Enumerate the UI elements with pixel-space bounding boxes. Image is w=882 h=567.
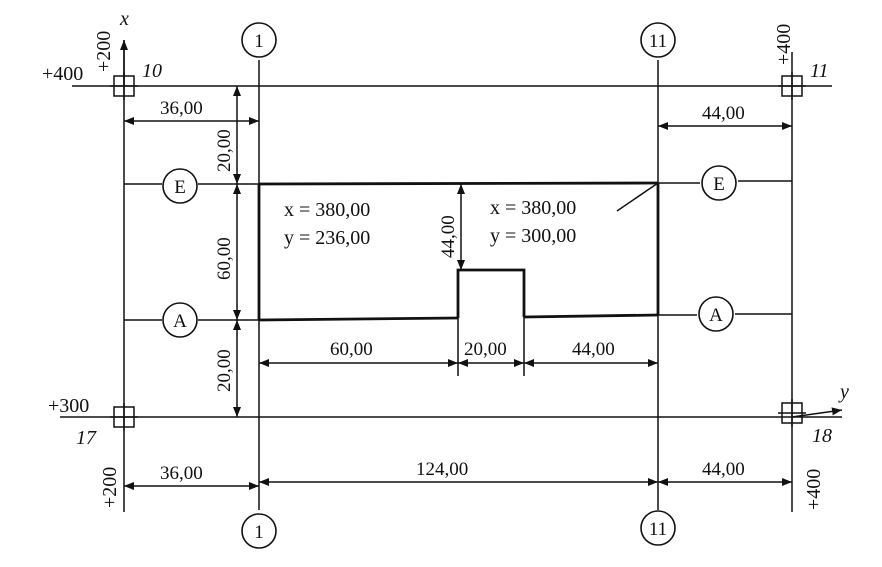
dim-left-middle: 60,00 (214, 237, 235, 280)
point-18-number: 18 (812, 425, 832, 447)
bubble-col-1-top: 1 (241, 22, 277, 58)
point-11-number: 11 (810, 60, 829, 82)
svg-text:11: 11 (649, 31, 667, 52)
dim-bottom-mid: 124,00 (416, 459, 468, 480)
dim-inner-mid: 20,00 (464, 339, 507, 360)
dim-inner-right: 44,00 (572, 339, 615, 360)
bubble-col-11-bottom: 11 (640, 510, 676, 546)
point-18-y-coord: +400 (803, 469, 825, 510)
svg-text:11: 11 (649, 519, 667, 540)
control-point-18 (778, 399, 806, 427)
corner-left-x: x = 380,00 (284, 199, 370, 221)
point-10-y-coord: +200 (93, 31, 115, 72)
dim-left-lower: 20,00 (214, 349, 235, 392)
svg-text:A: A (709, 305, 723, 326)
control-point-10 (110, 72, 138, 100)
y-axis-label: y (838, 381, 849, 403)
bubble-row-E-right: E (701, 165, 737, 201)
corner-left-y: y = 236,00 (284, 227, 370, 249)
bubble-row-A-left: A (162, 302, 198, 338)
dimension-lines (124, 86, 792, 490)
svg-text:1: 1 (254, 31, 264, 52)
svg-text:E: E (713, 174, 725, 195)
dim-top-right: 44,00 (702, 103, 745, 124)
corner-right-y: y = 300,00 (490, 225, 576, 247)
svg-text:1: 1 (254, 522, 264, 543)
svg-text:E: E (174, 177, 186, 198)
point-11-y-coord: +400 (773, 24, 795, 65)
survey-grid (60, 40, 842, 512)
bubble-col-11-top: 11 (640, 22, 676, 58)
corner-right-coordinates: x = 380,00 y = 300,00 (490, 197, 576, 247)
dim-bottom-right: 44,00 (702, 459, 745, 480)
control-point-17 (110, 403, 138, 431)
bubble-row-E-left: E (162, 168, 198, 204)
corner-left-coordinates: x = 380,00 y = 236,00 (284, 199, 370, 249)
control-point-11 (778, 72, 806, 100)
point-17-y-coord: +200 (99, 467, 121, 508)
point-17-x-coord: +300 (48, 395, 89, 417)
bubble-row-A-right: A (698, 296, 734, 332)
bubble-col-1-bottom: 1 (241, 513, 277, 549)
point-17-number: 17 (76, 427, 97, 449)
dim-notch-height: 44,00 (438, 215, 459, 258)
point-10-number: 10 (142, 60, 162, 82)
x-axis-label: x (119, 8, 129, 30)
building-outline (257, 181, 660, 322)
dim-top-left: 36,00 (160, 98, 203, 119)
dim-left-upper: 20,00 (214, 129, 235, 172)
building-grid-axes (124, 60, 792, 510)
dim-inner-left: 60,00 (330, 339, 373, 360)
point-10-x-coord: +400 (42, 63, 83, 85)
svg-text:A: A (173, 311, 187, 332)
corner-right-x: x = 380,00 (490, 197, 576, 219)
dim-bottom-left: 36,00 (160, 463, 203, 484)
